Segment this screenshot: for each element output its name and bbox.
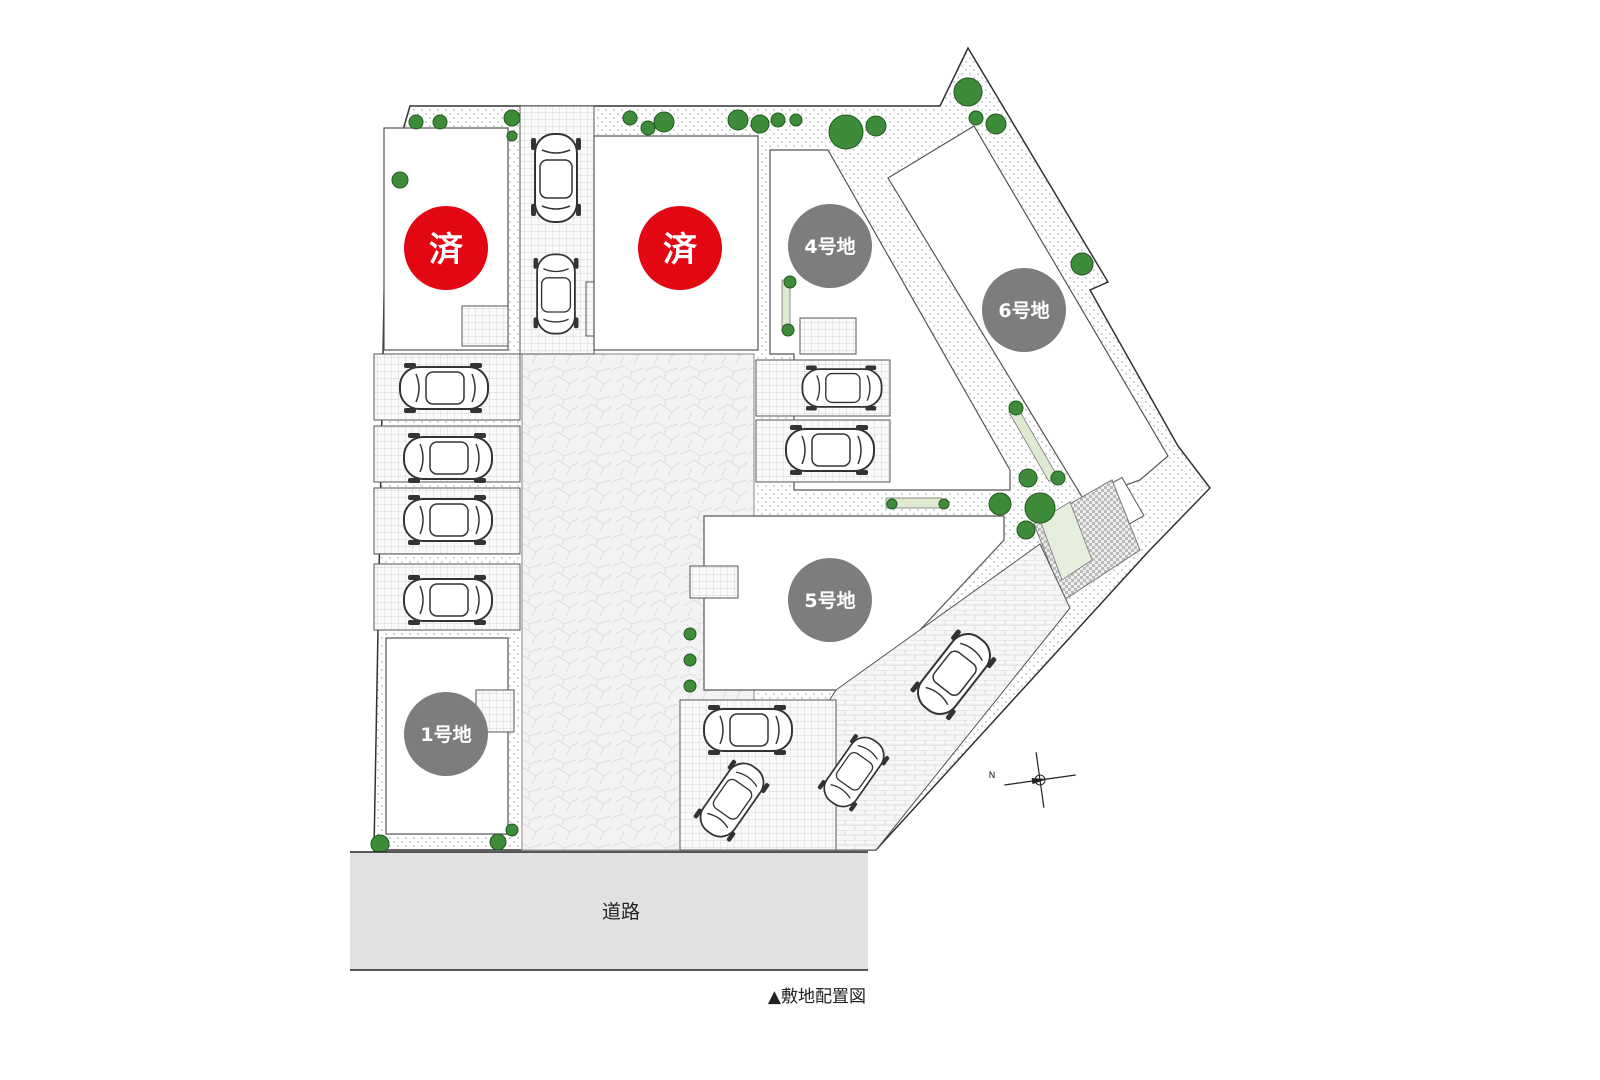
tree-icon: [828, 114, 864, 150]
tree-icon: [783, 275, 797, 289]
tree-icon: [1024, 492, 1056, 524]
tree-icon: [622, 110, 638, 126]
tree-icon: [489, 833, 507, 851]
tree-icon: [683, 653, 697, 667]
tree-icon: [985, 113, 1007, 135]
sold-badge-label: 済: [429, 230, 464, 270]
tree-icon: [1070, 252, 1094, 276]
tree-icon: [640, 120, 656, 136]
tree-icon: [953, 77, 983, 107]
tree-icon: [1016, 520, 1036, 540]
tree-icon: [770, 112, 786, 128]
lot-6-badge[interactable]: 6号地: [982, 268, 1066, 352]
tree-icon: [1018, 468, 1038, 488]
sold-badge[interactable]: 済: [638, 206, 722, 290]
lot-5-label: 5号地: [804, 589, 855, 612]
tree-icon: [789, 113, 803, 127]
lot-5-badge[interactable]: 5号地: [788, 558, 872, 642]
lot-1-badge[interactable]: 1号地: [404, 692, 488, 776]
tree-icon: [968, 110, 984, 126]
north-label: N: [989, 771, 996, 781]
lot-6-label: 6号地: [998, 299, 1049, 322]
lot-4-badge[interactable]: 4号地: [788, 204, 872, 288]
tree-icon: [1050, 470, 1066, 486]
tree-icon: [938, 498, 950, 510]
tree-icon: [391, 171, 409, 189]
tree-icon: [505, 823, 519, 837]
tree-icon: [370, 834, 390, 854]
tree-icon: [503, 109, 521, 127]
tree-icon: [653, 111, 675, 133]
tree-icon: [886, 498, 898, 510]
map-caption: ▲敷地配置図: [768, 987, 866, 1007]
road-label: 道路: [602, 901, 640, 923]
tree-icon: [988, 492, 1012, 516]
sold-badge[interactable]: 済: [404, 206, 488, 290]
tree-icon: [506, 130, 518, 142]
car-icon: [532, 253, 580, 335]
tree-icon: [865, 115, 887, 137]
sold-badge-label: 済: [663, 230, 698, 270]
compass-icon: N: [989, 752, 1076, 808]
road: [350, 852, 868, 970]
tree-icon: [727, 109, 749, 131]
tree-icon: [408, 114, 424, 130]
tree-icon: [683, 679, 697, 693]
car-icon: [785, 424, 875, 476]
lot-1-label: 1号地: [420, 723, 471, 746]
tree-icon: [432, 114, 448, 130]
car-icon: [399, 362, 489, 414]
tree-icon: [781, 323, 795, 337]
tree-icon: [683, 627, 697, 641]
car-icon: [403, 432, 493, 484]
tree-group: [370, 77, 1094, 854]
car-icon: [403, 494, 493, 546]
lot-4-label: 4号地: [804, 235, 855, 258]
car-icon: [703, 704, 793, 756]
car-icon: [801, 364, 883, 412]
tree-icon: [750, 114, 770, 134]
car-icon: [403, 574, 493, 626]
tree-icon: [1008, 400, 1024, 416]
car-icon: [530, 133, 582, 223]
